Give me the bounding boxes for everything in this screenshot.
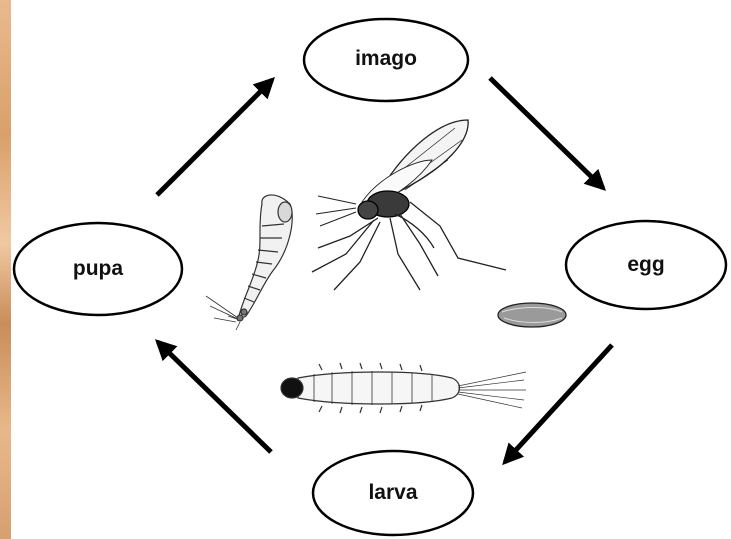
arrow-egg-to-larva [505, 345, 612, 462]
pupa-label: pupa [28, 254, 168, 284]
arrow-pupa-to-imago [157, 80, 272, 195]
arrow-larva-to-pupa [158, 342, 271, 452]
imago-label: imago [316, 44, 456, 74]
larva-illustration [281, 363, 526, 413]
larva-label: larva [323, 478, 463, 508]
arrow-imago-to-egg [490, 78, 603, 188]
adult-fly-illustration [312, 120, 506, 290]
egg-label: egg [576, 250, 716, 280]
pupa-illustration [206, 195, 292, 330]
egg-illustration [498, 303, 566, 327]
